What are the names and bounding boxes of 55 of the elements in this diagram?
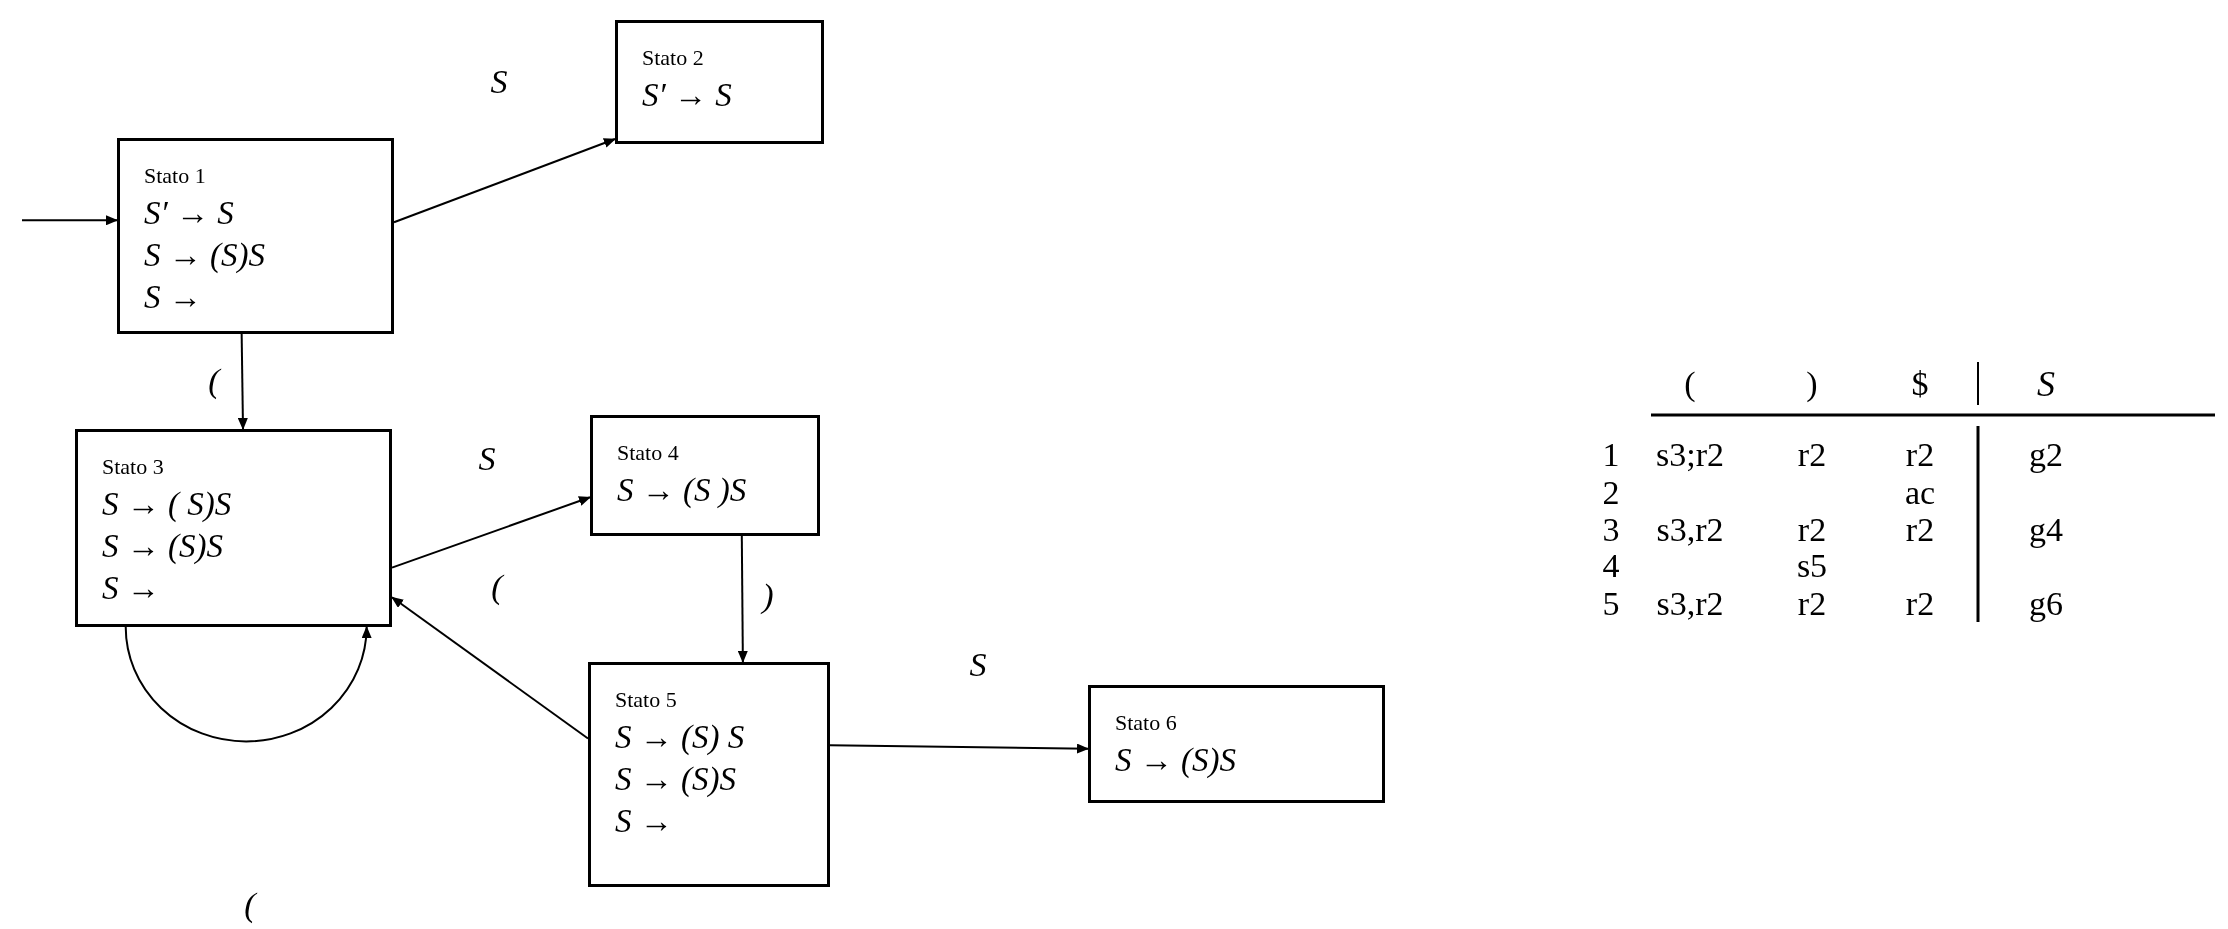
table-cell: s3,r2 [1656,513,1724,547]
production-rule: S → (S)S [102,527,223,566]
row-number: 3 [1602,513,1620,547]
row-number: 4 [1602,549,1620,583]
table-cell: s3;r2 [1656,438,1724,472]
production-rule: S → ( S)S [102,485,232,524]
column-header: S [2037,366,2055,402]
production-rule: S → (S)S [144,236,265,275]
table-cell: g6 [2029,587,2063,621]
production-rule: S → [615,802,673,841]
state-title: Stato 2 [642,44,704,72]
production-rule: S → (S)S [1115,741,1236,780]
state-title: Stato 5 [615,686,677,714]
arrow [391,596,589,740]
table-cell: g2 [2029,438,2063,472]
table-cell: r2 [1905,513,1935,547]
production-rule: S → (S)S [615,760,736,799]
production-rule: S′ → S [642,76,732,115]
arrow [124,626,371,743]
arrow [21,215,118,226]
production-rule: S → (S) S [615,718,745,757]
arrow [737,535,748,663]
row-number: 5 [1602,587,1620,621]
row-number: 2 [1602,476,1620,510]
state-title: Stato 6 [1115,709,1177,737]
table-cell: r2 [1797,513,1827,547]
state-box [615,20,824,144]
table-cell: s3,r2 [1656,587,1724,621]
row-number: 1 [1602,438,1620,472]
production-rule: S → (S )S [617,471,747,510]
column-header: ) [1806,367,1818,401]
production-rule: S → [102,569,160,608]
table-cell: r2 [1905,587,1935,621]
arrow [391,496,591,569]
state-box [75,429,392,627]
state-title: Stato 1 [144,162,206,190]
state-box [588,662,830,887]
arrow [393,138,616,224]
table-cell: r2 [1797,587,1827,621]
state-title: Stato 4 [617,439,679,467]
production-rule: S′ → S [144,194,234,233]
column-header: ( [1684,367,1696,401]
table-cell: g4 [2029,513,2063,547]
state-box [590,415,820,536]
arrow [237,333,248,430]
table-cell: r2 [1905,438,1935,472]
state-box [1088,685,1385,803]
table-cell: s5 [1796,549,1828,583]
state-box [117,138,394,334]
column-header: $ [1911,367,1929,401]
table-cell: r2 [1797,438,1827,472]
table-cell: ac [1904,476,1936,510]
arrow [829,743,1089,754]
production-rule: S → [144,278,202,317]
state-title: Stato 3 [102,453,164,481]
